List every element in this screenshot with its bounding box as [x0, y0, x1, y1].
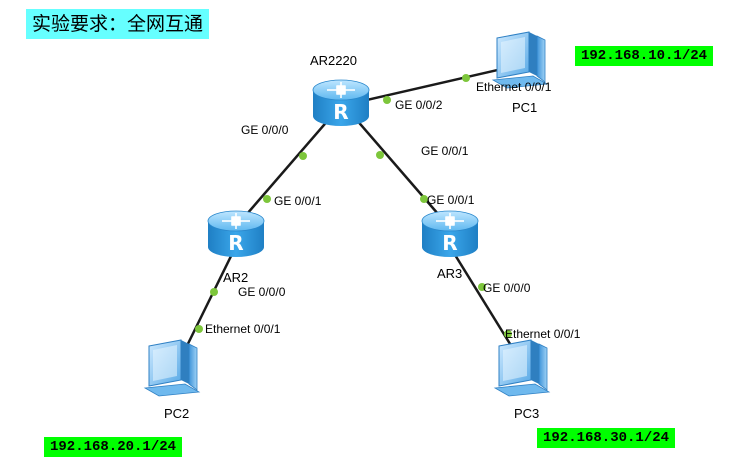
port-dot-ar3-ge001: [420, 195, 428, 203]
router-icon-ar2220[interactable]: [312, 79, 370, 127]
page-title: 实验要求：全网互通: [26, 9, 210, 39]
device-label-pc1: PC1: [512, 100, 537, 115]
port-dot-ar2-ge000: [210, 288, 218, 296]
port-dot-ar2-ge001: [263, 195, 271, 203]
pc3-ip-label: 192.168.30.1/24: [537, 428, 676, 448]
router-icon-ar3[interactable]: [421, 210, 479, 258]
port-label-ar2220-ge001: GE 0/0/1: [421, 144, 469, 158]
port-label-pc1-eth: Ethernet 0/0/1: [476, 80, 552, 94]
pc-icon-pc2[interactable]: [144, 339, 200, 397]
port-dot-ar2220-ge000: [299, 152, 307, 160]
port-label-pc3-eth: Ethernet 0/0/1: [505, 327, 581, 341]
pc2-ip-label: 192.168.20.1/24: [44, 437, 183, 457]
device-label-ar3: AR3: [437, 266, 462, 281]
device-label-ar2: AR2: [223, 270, 248, 285]
link-ar2220-pc1: [344, 64, 516, 107]
port-label-pc2-eth: Ethernet 0/0/1: [205, 322, 281, 336]
link-ar2-pc2: [178, 249, 236, 361]
port-label-ar2220-ge002: GE 0/0/2: [395, 98, 443, 112]
device-label-pc2: PC2: [164, 406, 189, 421]
port-label-ar3-ge000: GE 0/0/0: [483, 281, 531, 295]
device-label-pc3: PC3: [514, 406, 539, 421]
link-ar2220-ar3: [354, 117, 446, 223]
port-label-ar3-ge001: GE 0/0/1: [427, 193, 475, 207]
port-label-ar2-ge000: GE 0/0/0: [238, 285, 286, 299]
port-dot-pc3-eth: [504, 330, 512, 338]
port-dot-ar2220-ge001: [376, 151, 384, 159]
link-ar3-pc3: [450, 249, 522, 361]
device-label-ar2220: AR2220: [310, 53, 357, 68]
port-dot-pc1-eth: [462, 74, 470, 82]
pc1-ip-label: 192.168.10.1/24: [575, 46, 714, 66]
port-label-ar2-ge001: GE 0/0/1: [274, 194, 322, 208]
port-dot-pc2-eth: [195, 325, 203, 333]
port-dot-ar2220-ge002: [383, 96, 391, 104]
link-ar2220-ar2: [239, 117, 331, 223]
router-icon-ar2[interactable]: [207, 210, 265, 258]
pc-icon-pc3[interactable]: [494, 339, 550, 397]
port-label-ar2220-ge000: GE 0/0/0: [241, 123, 289, 137]
port-dot-ar3-ge000: [478, 283, 486, 291]
